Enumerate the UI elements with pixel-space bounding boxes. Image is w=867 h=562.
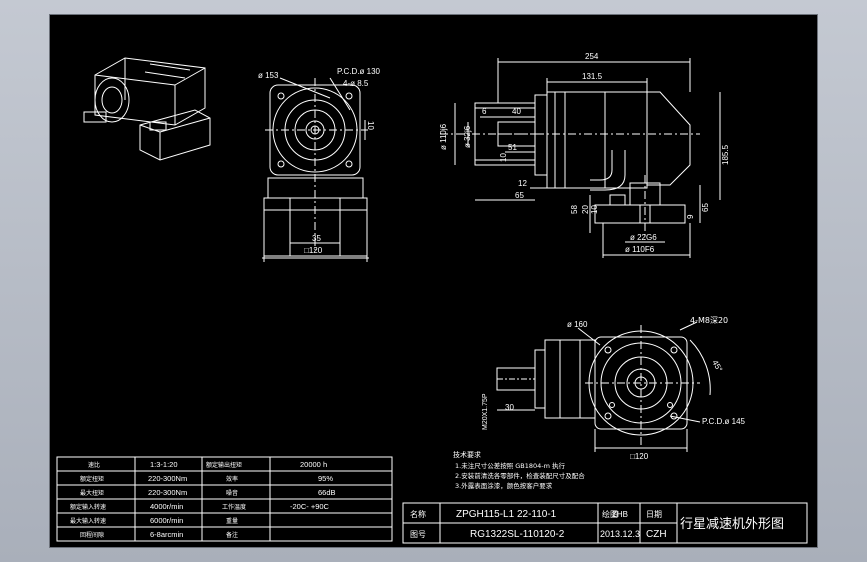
tb-drawer-label: 绘图 <box>602 509 618 519</box>
tb-date: 2013.12.3 <box>600 529 640 539</box>
motor-angle: 45° <box>710 359 724 374</box>
front-holes: 4-ø 8.5 <box>343 79 369 88</box>
side-h65b: 65 <box>701 203 710 212</box>
side-k10: 10 <box>499 153 508 162</box>
spec-r0c2: 额定输出扭矩 <box>206 461 242 469</box>
tb-drawing-no-label: 图号 <box>410 530 426 539</box>
spec-r5c0: 回程间隙 <box>80 531 104 539</box>
side-view: 254 131.5 ø 110j6 ø 32j6 6 40 51 10 12 6… <box>439 52 730 258</box>
notes-heading: 技术要求 <box>453 450 481 459</box>
notes-line-1: 1.未注尺寸公差按照 GB1804-m 执行 <box>455 461 566 470</box>
side-d20: 20 <box>581 205 590 214</box>
spec-r2c1: 220-300Nm <box>148 488 187 497</box>
side-k6: 6 <box>482 107 487 116</box>
notes-line-3: 3.外露表面涂漆，颜色按客户要求 <box>455 481 553 490</box>
side-len254: 254 <box>585 52 599 61</box>
spec-r3c1: 4000r/min <box>150 502 183 511</box>
spec-r0c3: 20000 h <box>300 460 327 469</box>
spec-r3c0: 额定输入转速 <box>70 503 106 511</box>
spec-r1c2: 效率 <box>226 475 238 483</box>
spec-table <box>56 456 393 542</box>
motor-tap: 4-M8深20 <box>690 316 728 325</box>
side-d110: ø 110j6 <box>439 123 448 150</box>
front-key: 10 <box>366 121 375 130</box>
spec-r2c0: 最大扭矩 <box>80 489 104 497</box>
spec-r0c1: 1:3-1:20 <box>150 460 178 469</box>
side-d32: ø 32j6 <box>463 125 472 148</box>
motor-view: ø 160 4-M8深20 45° P.C.D.ø 145 □120 30 M2… <box>482 316 746 461</box>
side-d10: 10 <box>590 205 599 214</box>
isometric-view <box>83 57 211 161</box>
motor-m20: M20X1.75P <box>482 393 489 430</box>
side-d9: 9 <box>686 214 695 219</box>
front-pcd: P.C.D.ø 130 <box>337 67 381 76</box>
front-view: ø 153 P.C.D.ø 130 4-ø 8.5 10 35 □120 <box>258 67 381 262</box>
spec-r3c2: 工作温度 <box>222 503 246 511</box>
side-k40: 40 <box>512 107 521 116</box>
side-d58: 58 <box>570 205 579 214</box>
tb-name-label: 名称 <box>410 509 426 519</box>
side-k51: 51 <box>508 143 517 152</box>
tb-date-label: 日期 <box>646 510 662 519</box>
side-k12: 12 <box>518 179 527 188</box>
spec-table-text: 速比 1:3-1:20 额定输出扭矩 20000 h 额定扭矩 220-300N… <box>70 460 336 539</box>
tb-name-value: ZPGH115-L1 22-110-1 <box>456 509 557 520</box>
motor-pcd: P.C.D.ø 145 <box>702 417 746 426</box>
front-sq120: □120 <box>304 246 323 255</box>
drawing-sheet <box>49 14 818 548</box>
spec-r4c0: 最大输入转速 <box>70 517 106 525</box>
tb-sheet-label: ZHB <box>612 510 628 519</box>
spec-r5c1: 6-8arcmin <box>150 530 183 539</box>
side-d22: ø 22G6 <box>630 233 657 242</box>
side-k65: 65 <box>515 191 524 200</box>
tb-author: CZH <box>646 529 667 540</box>
title-block <box>402 502 808 544</box>
side-h185: 185.5 <box>721 144 730 165</box>
tb-title: 行星减速机外形图 <box>680 517 784 532</box>
spec-r1c1: 220-300Nm <box>148 474 187 483</box>
motor-sq120: □120 <box>630 452 649 461</box>
spec-r2c2: 噪音 <box>226 489 238 497</box>
side-len131: 131.5 <box>582 72 603 81</box>
spec-r4c1: 6000r/min <box>150 516 183 525</box>
spec-r4c2: 重量 <box>226 517 238 525</box>
side-d110f6: ø 110F6 <box>625 245 655 254</box>
spec-r2c3: 66dB <box>318 488 336 497</box>
spec-r5c2: 备注 <box>226 531 238 539</box>
title-block-text: 名称 ZPGH115-L1 22-110-1 绘图 ZHB 图号 RG1322S… <box>410 509 784 540</box>
tb-drawing-no: RG1322SL-110120-2 <box>470 529 565 540</box>
technical-notes: 技术要求 1.未注尺寸公差按照 GB1804-m 执行 2.安装前清洗各零部件，… <box>453 450 585 490</box>
spec-r1c0: 额定扭矩 <box>80 475 104 483</box>
motor-d160: ø 160 <box>567 320 588 329</box>
motor-d30: 30 <box>505 403 514 412</box>
front-d35: 35 <box>312 234 321 243</box>
spec-r3c3: -20C- +90C <box>290 502 330 511</box>
front-d153: ø 153 <box>258 71 279 80</box>
spec-r0c0: 速比 <box>88 461 100 469</box>
spec-r1c3: 95% <box>318 474 333 483</box>
notes-line-2: 2.安装前清洗各零部件，检查装配尺寸及配合 <box>455 471 585 480</box>
